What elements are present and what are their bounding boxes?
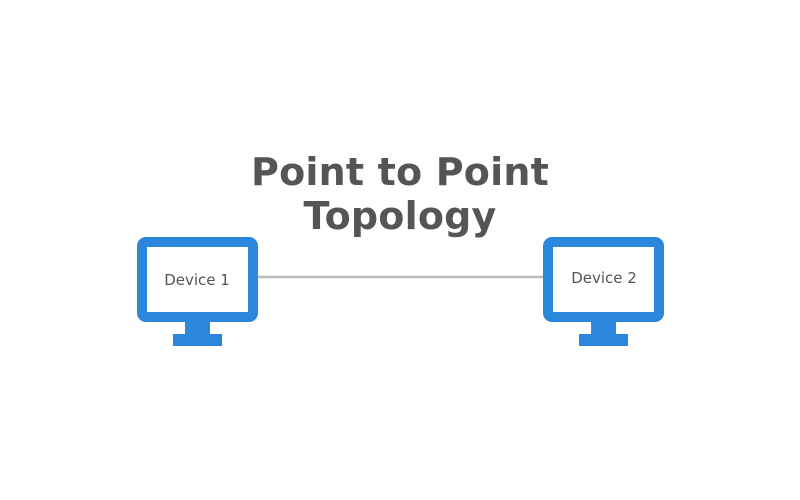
device-1-label: Device 1: [164, 271, 230, 289]
device-1-monitor-neck: [185, 322, 210, 334]
diagram-title-line-1: Point to Point: [251, 150, 549, 194]
device-2-monitor-icon: [543, 237, 664, 346]
device-1-monitor-icon: [137, 237, 258, 346]
device-1-monitor-base: [173, 334, 222, 346]
device-2-monitor-neck: [591, 322, 616, 334]
device-2-monitor-base: [579, 334, 628, 346]
diagram-title-line-2: Topology: [303, 194, 497, 238]
diagram-title: Point to Point Topology: [0, 150, 800, 238]
device-2-screen: [553, 247, 654, 312]
device-2-label: Device 2: [571, 269, 637, 287]
device-1-screen: [147, 247, 248, 312]
